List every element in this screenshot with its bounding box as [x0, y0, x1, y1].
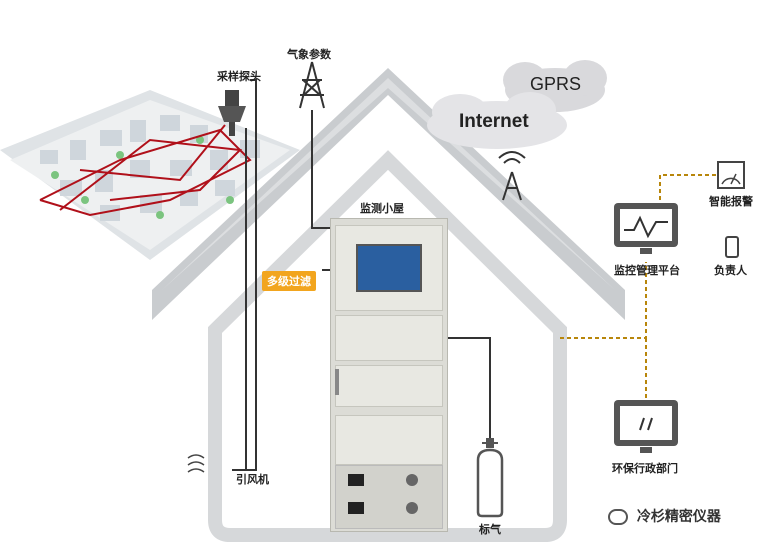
watermark-text: 冷杉精密仪器: [636, 509, 721, 525]
monitor-house-label: 监测小屋: [360, 202, 404, 215]
sampling-probe-icon: [218, 90, 246, 136]
bottom-unit: [335, 465, 443, 529]
module-panel-2: [335, 365, 443, 407]
wechat-icon: [608, 509, 628, 525]
analyzer-screen: [356, 244, 422, 292]
multi-filter-tag: 多级过滤: [262, 271, 316, 291]
connection-lines: [232, 79, 491, 471]
cabinet-handle: [335, 369, 339, 395]
fan-icon: [187, 454, 205, 473]
alarm-label: 智能报警: [709, 195, 753, 208]
platform-monitor-icon: [614, 203, 678, 254]
module-panel-3: [335, 415, 443, 465]
weather-tower-icon: [299, 61, 325, 109]
phone-icon: [725, 236, 739, 258]
standard-gas-label: 标气: [479, 523, 501, 536]
cloud-gprs: [503, 60, 607, 112]
alarm-icon: [717, 161, 745, 189]
env-dept-monitor-icon: [614, 400, 678, 453]
dashed-network-lines: [560, 174, 718, 400]
sampling-probe-label: 采样探头: [217, 70, 261, 83]
fan-label: 引风机: [236, 473, 269, 486]
person-label: 负责人: [714, 264, 747, 277]
gas-cylinder-icon: [476, 438, 504, 518]
gprs-label: GPRS: [530, 74, 582, 94]
monitor-cabinet: [330, 218, 448, 532]
watermark: 冷杉精密仪器: [608, 506, 721, 526]
cloud-internet: [427, 92, 567, 149]
module-panel-1: [335, 315, 443, 361]
weather-params-label: 气象参数: [287, 48, 331, 61]
internet-label: Internet: [459, 111, 529, 132]
env-dept-label: 环保行政部门: [612, 462, 678, 475]
signal-tower-icon: [498, 151, 526, 201]
city-map: [0, 90, 300, 260]
analyzer-screen-panel: [335, 225, 443, 311]
platform-label: 监控管理平台: [614, 264, 680, 277]
